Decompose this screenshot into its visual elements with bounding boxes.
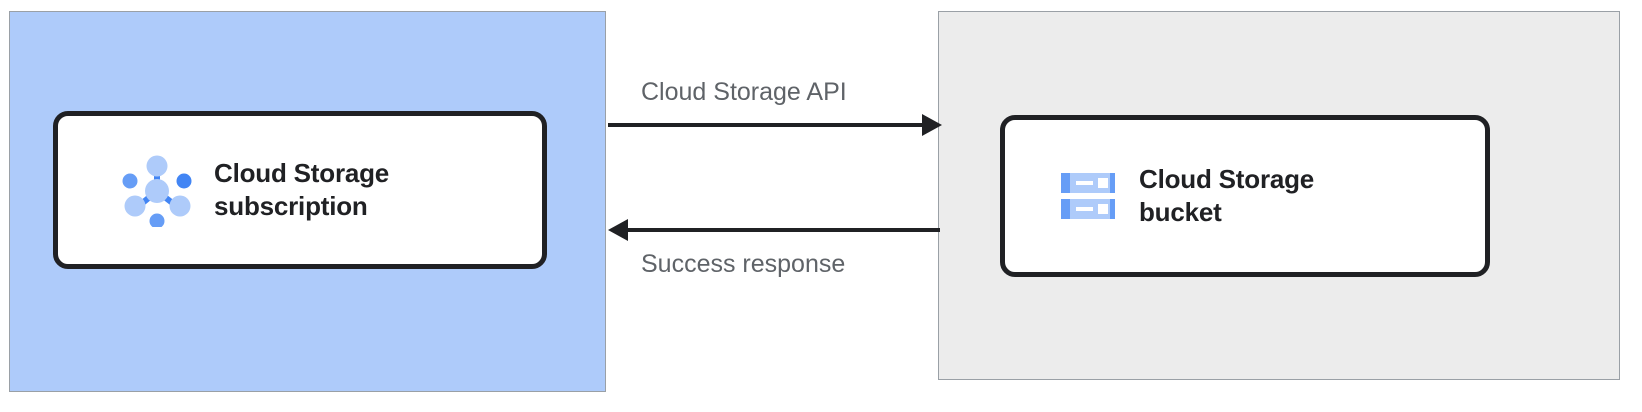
cloud-storage-api-arrowhead-icon: [922, 114, 942, 136]
cloud-storage-bucket-icon: [1061, 173, 1115, 219]
cloud-storage-bucket-card[interactable]: Cloud Storage bucket: [1000, 115, 1490, 277]
success-response-label: Success response: [641, 250, 846, 278]
pubsub-subscription-icon: [122, 155, 192, 227]
success-response-arrowhead-icon: [608, 219, 628, 241]
subscription-card-label: Cloud Storage subscription: [214, 157, 390, 221]
cloud-storage-subscription-card[interactable]: Cloud Storage subscription: [53, 111, 547, 269]
cloud-storage-api-arrow-line: [608, 123, 924, 127]
bucket-card-label: Cloud Storage bucket: [1139, 163, 1315, 227]
success-response-arrow-line: [628, 228, 940, 232]
cloud-storage-api-label: Cloud Storage API: [641, 78, 847, 106]
